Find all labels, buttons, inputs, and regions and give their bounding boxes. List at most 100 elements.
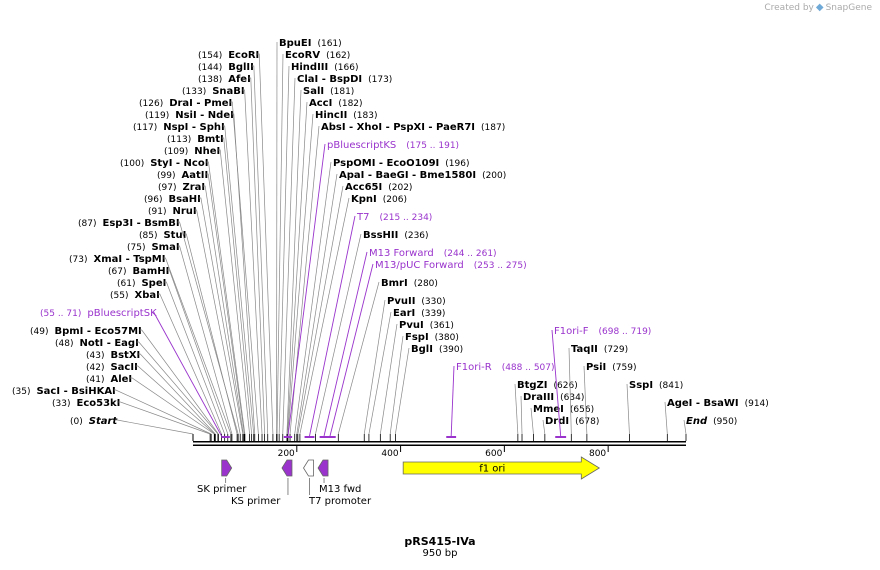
- enzyme-label: (87)Esp3I - BsmBI: [78, 218, 180, 229]
- leader-line: [368, 311, 392, 435]
- enzyme-label: (35)SacI - BsiHKAI: [12, 386, 116, 397]
- enzyme-label: EcoRV(162): [285, 50, 350, 61]
- primer-leader-line: [287, 143, 326, 437]
- leader-line: [221, 137, 252, 435]
- ruler-tick-label: 200: [278, 449, 295, 459]
- ruler-tick-label: 400: [381, 449, 398, 459]
- leader-line: [683, 419, 687, 435]
- primer-label: F1ori-R(488 .. 507): [456, 362, 555, 373]
- enzyme-label: BmrI(280): [381, 278, 438, 289]
- enzyme-label: (85)StuI: [139, 230, 186, 241]
- enzyme-label: KpnI(206): [351, 194, 407, 205]
- enzyme-label: (117)NspI - SphI: [133, 122, 225, 133]
- leader-line: [315, 233, 362, 435]
- enzyme-label: (100)StyI - NcoI: [120, 158, 208, 169]
- leader-line: [115, 419, 194, 435]
- leader-line: [198, 197, 244, 435]
- leader-line: [177, 221, 239, 435]
- enzyme-label: DrdI(678): [545, 416, 599, 427]
- enzyme-label: (75)SmaI: [127, 242, 180, 253]
- leader-line: [218, 149, 250, 435]
- primer-leader-line: [153, 311, 222, 437]
- ruler-tick-label: 600: [485, 449, 502, 459]
- enzyme-label: (33)Eco53kI: [52, 398, 120, 409]
- enzyme-label: SspI(841): [629, 380, 683, 391]
- leader-line: [530, 407, 534, 435]
- enzyme-label: (91)NruI: [148, 206, 197, 217]
- primer-leader-line: [450, 365, 455, 437]
- leader-line: [282, 77, 296, 435]
- leader-line: [514, 383, 519, 435]
- leader-line: [297, 185, 344, 435]
- enzyme-label: BtgZI(626): [517, 380, 578, 391]
- enzyme-label: BpuEI(161): [279, 38, 342, 49]
- dna-backbone-inner: [193, 442, 686, 445]
- enzyme-label: (138)AfeI: [198, 74, 251, 85]
- snapgene-credit: Created by ◆ SnapGene: [764, 2, 872, 13]
- enzyme-label: (119)NsiI - NdeI: [145, 110, 234, 121]
- enzyme-label: (55)XbaI: [110, 290, 160, 301]
- enzyme-label: ClaI - BspDI(173): [297, 74, 392, 85]
- enzyme-label: (97)ZraI: [158, 182, 205, 193]
- leader-line: [294, 161, 332, 435]
- leader-line: [276, 53, 284, 435]
- plasmid-name: pRS415-IVa: [404, 535, 476, 548]
- primer-label: M13/pUC Forward(253 .. 275): [375, 260, 527, 271]
- leader-line: [299, 197, 350, 435]
- feature-arrow: [281, 459, 293, 477]
- enzyme-label: ApaI - BaeGI - Bme1580I(200): [339, 170, 506, 181]
- primer-leader-line: [309, 215, 356, 437]
- enzyme-label: EarI(339): [393, 308, 445, 319]
- primer-label: T7(215 .. 234): [356, 212, 432, 223]
- enzyme-label: (144)BglII: [198, 62, 254, 73]
- enzyme-label: (133)SnaBI: [182, 86, 245, 97]
- enzyme-label: SalI(181): [303, 86, 354, 97]
- leader-line: [164, 281, 225, 435]
- primer-label: (55 .. 71)pBluescriptSK: [40, 308, 157, 319]
- enzyme-label: (73)XmaI - TspMI: [69, 254, 165, 265]
- enzyme-label: Acc65I(202): [345, 182, 412, 193]
- enzyme-label: PsiI(759): [586, 362, 636, 373]
- leader-line: [136, 341, 219, 435]
- enzyme-label: (0)Start: [70, 416, 118, 427]
- leader-line: [542, 419, 546, 435]
- plasmid-length: 950 bp: [422, 548, 458, 559]
- leader-line: [248, 77, 265, 435]
- leader-line: [287, 113, 314, 435]
- leader-line: [157, 293, 222, 435]
- feature-label-f1-ori: f1 ori: [479, 464, 505, 475]
- primer-leader-line: [551, 329, 562, 437]
- leader-line: [206, 161, 246, 435]
- enzyme-label: (109)NheI: [164, 146, 220, 157]
- enzyme-label: (48)NotI - EagI: [55, 338, 139, 349]
- enzyme-label: End(950): [686, 416, 737, 427]
- feature-f1-ori-arrow: [402, 456, 601, 480]
- leader-line: [135, 365, 216, 435]
- leader-line: [278, 65, 290, 435]
- enzyme-label: (49)BpmI - Eco57MI: [30, 326, 142, 337]
- primer-leader-line: [323, 251, 368, 437]
- leader-line: [379, 323, 398, 435]
- leader-line: [138, 353, 216, 435]
- enzyme-label: (61)SpeI: [117, 278, 166, 289]
- enzyme-label: MmeI(656): [533, 404, 594, 415]
- enzyme-label: (42)SacII: [86, 362, 138, 373]
- leader-line: [296, 173, 338, 435]
- leader-line: [337, 281, 380, 435]
- leader-line: [130, 377, 215, 435]
- primer-label: pBluescriptKS(175 .. 191): [327, 140, 459, 151]
- enzyme-label: PspOMI - EcoO109I(196): [333, 158, 469, 169]
- enzyme-label: (126)DraI - PmeI: [139, 98, 232, 109]
- enzyme-label: AccI(182): [309, 98, 363, 109]
- feature-label: T7 promoter: [308, 496, 372, 507]
- leader-line: [395, 347, 410, 435]
- feature-arrow: [303, 459, 314, 477]
- feature-label: SK primer: [197, 484, 247, 495]
- primer-leader-line: [329, 263, 374, 437]
- leader-line: [257, 53, 274, 435]
- leader-line: [389, 335, 404, 435]
- ruler-tick-label: 800: [589, 449, 606, 459]
- leader-line: [222, 125, 255, 435]
- leader-line: [203, 185, 244, 435]
